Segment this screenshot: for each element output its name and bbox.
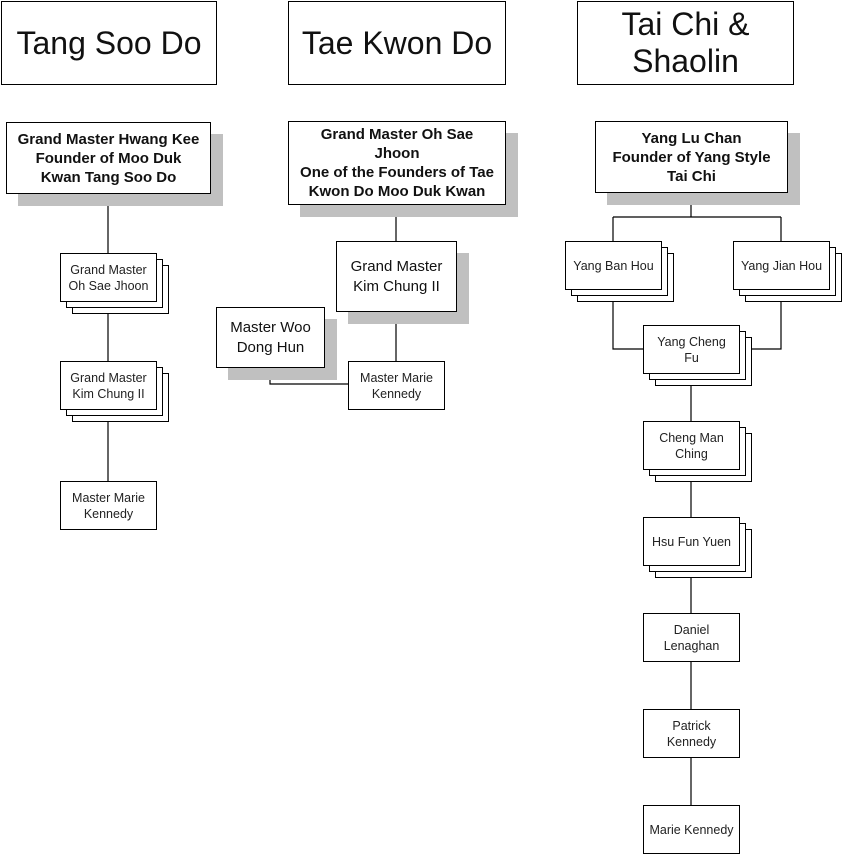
node-marie-kennedy[interactable]: Master Marie Kennedy (348, 361, 445, 410)
node-daniel-lenaghan[interactable]: Daniel Lenaghan (643, 613, 740, 662)
node-line: Oh Sae Jhoon (68, 278, 149, 293)
node-patrick-kennedy[interactable]: Patrick Kennedy (643, 709, 740, 758)
node-line: Kwon Do Moo Duk Kwan (308, 183, 486, 200)
node-line: Dong Hun (236, 338, 305, 356)
node-line: Kim Chung II (72, 386, 145, 401)
root-node-oh-sae-jhoon[interactable]: Grand Master Oh Sae Jhoon One of the Fou… (288, 121, 506, 205)
node-line: Yang Jian Hou (740, 258, 823, 273)
node-line: Grand Master (70, 370, 147, 385)
node-line: Kennedy (666, 734, 717, 749)
node-line: Daniel (673, 622, 710, 637)
node-line: Hsu Fun Yuen (652, 534, 731, 549)
column-title-text: Tae Kwon Do (301, 24, 493, 61)
node-line: Founder of Yang Style (612, 148, 771, 166)
column-title-tai-chi-shaolin: Tai Chi & Shaolin (577, 1, 794, 85)
node-line: Master Woo (230, 318, 311, 336)
node-line: Kwan Tang Soo Do (40, 168, 177, 186)
column-title-tae-kwon-do: Tae Kwon Do (288, 1, 506, 85)
root-node-hwang-kee[interactable]: Grand Master Hwang Kee Founder of Moo Du… (6, 122, 211, 194)
node-line: Founder of Moo Duk (35, 149, 182, 167)
node-line: Patrick (672, 718, 711, 733)
column-title-tang-soo-do: Tang Soo Do (1, 1, 217, 85)
column-title-text: Tang Soo Do (16, 24, 202, 61)
node-marie-kennedy-taichi[interactable]: Marie Kennedy (643, 805, 740, 854)
node-line: Yang Cheng (657, 334, 726, 349)
column-title-text: Shaolin (632, 43, 739, 79)
node-line: Master Marie (360, 370, 433, 385)
node-line: Ching (675, 446, 708, 461)
node-line: Kennedy (371, 386, 422, 401)
node-cheng-man-ching[interactable]: Cheng Man Ching (643, 421, 740, 470)
node-yang-cheng-fu[interactable]: Yang Cheng Fu (643, 325, 740, 374)
node-line: Grand Master (70, 262, 147, 277)
node-marie-kennedy[interactable]: Master Marie Kennedy (60, 481, 157, 530)
node-line: Kim Chung II (353, 277, 440, 295)
node-line: Grand Master Oh Sae (320, 126, 474, 143)
node-line: Yang Ban Hou (573, 258, 654, 273)
node-line: Cheng Man (659, 430, 724, 445)
node-yang-jian-hou[interactable]: Yang Jian Hou (733, 241, 830, 290)
connector (740, 290, 782, 350)
node-line: Jhoon (374, 145, 420, 162)
node-woo-dong-hun[interactable]: Master Woo Dong Hun (216, 307, 325, 368)
column-title-text: Tai Chi & (621, 6, 750, 42)
root-node-yang-lu-chan[interactable]: Yang Lu Chan Founder of Yang Style Tai C… (595, 121, 788, 193)
node-line: Master Marie (72, 490, 145, 505)
node-line: One of the Founders of Tae (300, 164, 494, 181)
node-oh-sae-jhoon[interactable]: Grand Master Oh Sae Jhoon (60, 253, 157, 302)
node-line: Kennedy (83, 506, 134, 521)
node-line: Fu (684, 350, 699, 365)
node-hsu-fun-yuen[interactable]: Hsu Fun Yuen (643, 517, 740, 566)
node-line: Tai Chi (667, 167, 716, 185)
node-kim-chung-ii[interactable]: Grand Master Kim Chung II (336, 241, 457, 312)
node-kim-chung-ii[interactable]: Grand Master Kim Chung II (60, 361, 157, 410)
node-line: Lenaghan (663, 638, 720, 653)
node-line: Yang Lu Chan (641, 129, 742, 147)
node-line: Grand Master Hwang Kee (17, 130, 200, 148)
node-line: Marie Kennedy (649, 822, 734, 837)
node-line: Grand Master (350, 257, 443, 275)
node-yang-ban-hou[interactable]: Yang Ban Hou (565, 241, 662, 290)
connector (612, 290, 644, 350)
